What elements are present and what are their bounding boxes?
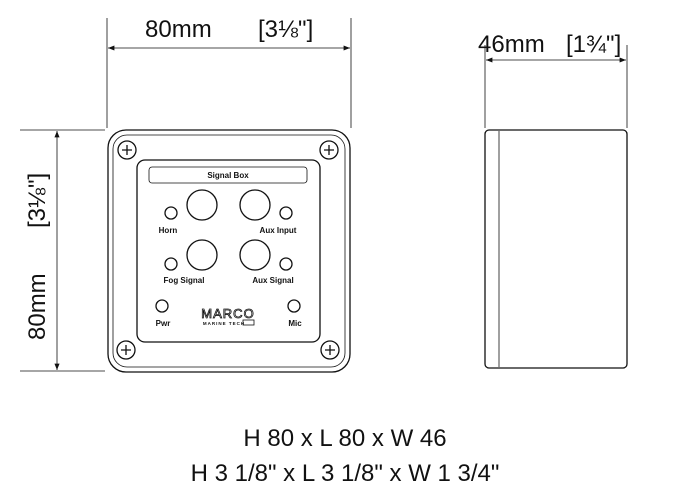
summary-imperial: H 3 1/8" x L 3 1/8" x W 1 3/4" [191, 460, 500, 487]
width-metric: 80mm [145, 16, 212, 43]
svg-text:MARCO: MARCO [201, 306, 254, 321]
button [186, 189, 271, 271]
height-dimension: 80mm [3⅛"] [20, 129, 105, 372]
led-indicator [155, 206, 301, 313]
depth-imperial: [1¾"] [566, 31, 621, 58]
height-metric: 80mm [24, 273, 51, 340]
depth-metric: 46mm [478, 31, 545, 58]
label-pwr: Pwr [156, 319, 171, 328]
label-fog-signal: Fog Signal [164, 276, 205, 285]
label-mic: Mic [288, 319, 302, 328]
summary-metric: H 80 x L 80 x W 46 [243, 425, 446, 452]
label-aux-input: Aux Input [260, 226, 297, 235]
side-view [484, 129, 628, 369]
label-aux-signal: Aux Signal [252, 276, 293, 285]
svg-text:MARINE TECH: MARINE TECH [203, 321, 245, 326]
label-horn: Horn [159, 226, 178, 235]
height-imperial: [3⅛"] [24, 173, 51, 228]
marco-logo: MARCO MARINE TECH [201, 306, 255, 326]
front-view: Signal Box Horn Aux Input Fog Signal Aux… [107, 129, 351, 373]
width-dimension: 80mm [3⅛"] [106, 16, 352, 128]
screw-icon [116, 140, 340, 360]
panel-title: Signal Box [207, 171, 249, 180]
depth-dimension: 46mm [1¾"] [478, 31, 628, 128]
width-imperial: [3⅛"] [258, 16, 313, 43]
